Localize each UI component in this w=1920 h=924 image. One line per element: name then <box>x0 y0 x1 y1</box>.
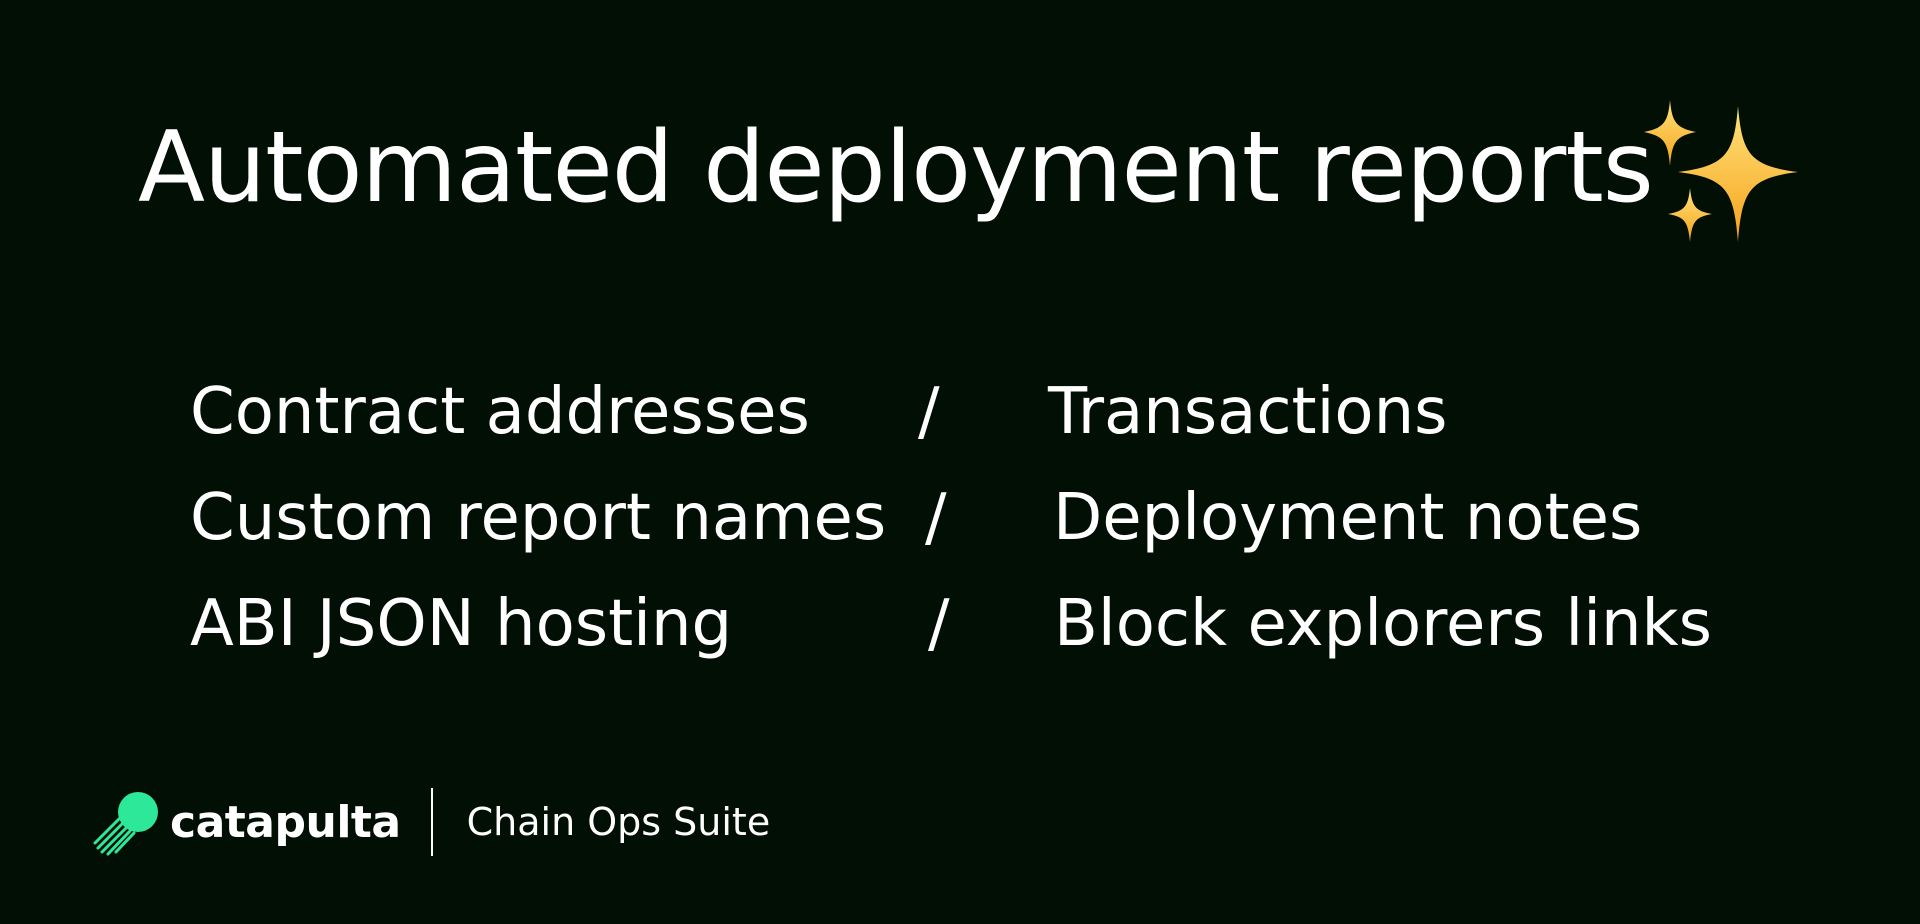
feature-left: ABI JSON hosting <box>190 587 733 661</box>
feature-row: ABI JSON hosting / Block explorers links <box>190 584 1790 690</box>
feature-separator: / <box>928 587 950 661</box>
feature-row: Custom report names / Deployment notes <box>190 478 1790 584</box>
feature-right: Block explorers links <box>1054 587 1712 661</box>
feature-left: Custom report names <box>190 481 887 555</box>
footer: catapulta Chain Ops Suite <box>92 772 770 872</box>
feature-right: Deployment notes <box>1053 481 1643 555</box>
brand-name: catapulta <box>170 796 401 848</box>
product-name: Chain Ops Suite <box>466 800 771 844</box>
sparkles-icon <box>1644 100 1798 242</box>
catapulta-logo-icon <box>93 792 158 856</box>
feature-left: Contract addresses <box>190 375 810 449</box>
feature-row: Contract addresses / Transactions <box>190 372 1790 478</box>
feature-separator: / <box>925 481 947 555</box>
page-title: Automated deployment reports <box>138 111 1654 225</box>
feature-right: Transactions <box>1048 375 1448 449</box>
feature-list: Contract addresses / Transactions Custom… <box>190 372 1790 690</box>
feature-separator: / <box>918 375 940 449</box>
divider <box>430 788 433 856</box>
